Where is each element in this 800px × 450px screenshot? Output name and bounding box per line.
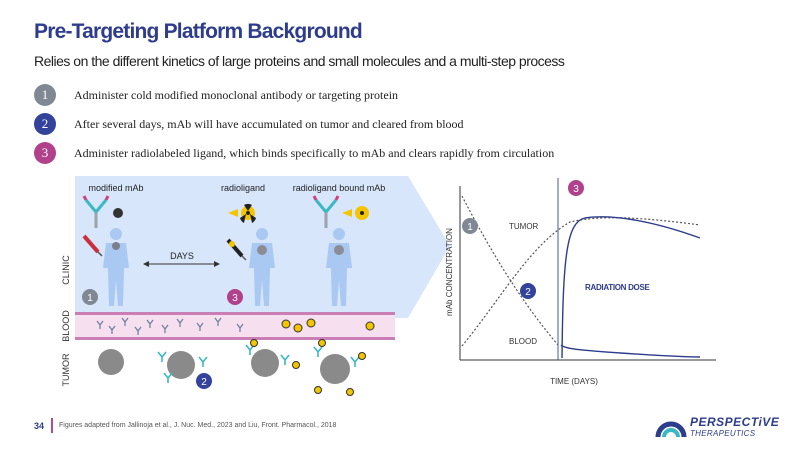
perspective-logo-icon — [655, 421, 687, 438]
tumor-radioligands — [250, 339, 366, 396]
step-1: 1 Administer cold modified monoclonal an… — [34, 84, 398, 106]
page-title: Pre-Targeting Platform Background — [34, 20, 363, 43]
syringe-icon — [226, 238, 247, 261]
tumor-label: TUMOR — [509, 222, 539, 231]
graph-ylabel: mAb CONCENTRATION — [445, 228, 454, 316]
graph-badge-2 — [520, 283, 536, 299]
svg-text:3: 3 — [232, 293, 238, 304]
label-radioligand: radioligand — [221, 183, 265, 193]
tumor-bound-antibodies — [157, 344, 360, 383]
tumor-cells — [98, 349, 350, 384]
diagram-badge-1 — [82, 289, 98, 305]
svg-text:3: 3 — [573, 184, 579, 195]
step-3: 3 Administer radiolabeled ligand, which … — [34, 142, 554, 164]
diagram-badge-3 — [227, 289, 243, 305]
svg-text:2: 2 — [525, 287, 531, 298]
svg-text:2: 2 — [201, 377, 207, 388]
days-label: DAYS — [170, 251, 194, 261]
tumor-curve — [461, 217, 701, 347]
radioligand-icon — [228, 203, 256, 223]
svg-text:1: 1 — [87, 293, 93, 304]
footer-citation: Figures adapted from Jallinoja et al., J… — [59, 422, 337, 429]
step-1-badge: 1 — [34, 84, 56, 106]
radiation-dose-label: RADIATION DOSE — [585, 283, 651, 292]
tumor-site-icon — [257, 245, 267, 255]
label-modified-mab: modified mAb — [88, 183, 143, 193]
tumor-site-icon — [112, 242, 120, 250]
label-radioligand-bound-mab: radioligand bound mAb — [293, 183, 386, 193]
diagram-badge-2 — [196, 373, 212, 389]
step-3-badge: 3 — [34, 142, 56, 164]
graph-badge-1 — [462, 218, 478, 234]
radioligand-tumor-curve — [561, 216, 701, 359]
row-label-clinic: CLINIC — [61, 255, 71, 285]
linker-icon — [113, 208, 123, 218]
blood-radioligands — [281, 318, 375, 333]
step-2-text: After several days, mAb will have accumu… — [74, 116, 464, 131]
step-2-badge: 2 — [34, 113, 56, 135]
svg-text:1: 1 — [467, 222, 473, 233]
page-subtitle: Relies on the different kinetics of larg… — [34, 53, 565, 69]
step-3-text: Administer radiolabeled ligand, which bi… — [74, 145, 555, 160]
tumor-site-icon — [334, 245, 344, 255]
bound-antibody-icon — [312, 195, 369, 228]
patient-figure-2 — [249, 228, 275, 306]
graph-xlabel: TIME (DAYS) — [550, 377, 598, 386]
graph-badge-3 — [568, 180, 584, 196]
antibody-icon — [82, 195, 110, 228]
row-label-tumor: TUMOR — [61, 353, 71, 386]
row-label-blood: BLOOD — [61, 310, 71, 342]
company-logo-sub: THERAPEUTICS — [690, 429, 756, 438]
blood-curve — [461, 195, 559, 346]
patient-figure-3 — [326, 228, 352, 306]
company-logo-name: PERSPECTiVE — [690, 415, 780, 429]
footer-divider — [51, 418, 53, 433]
step-2: 2 After several days, mAb will have accu… — [34, 113, 464, 135]
step-1-text: Administer cold modified monoclonal anti… — [74, 87, 399, 102]
blood-band — [75, 314, 395, 339]
page-number: 34 — [34, 421, 45, 431]
patient-figure-1 — [103, 228, 129, 306]
blood-label: BLOOD — [509, 337, 537, 346]
radioligand-blood-curve — [560, 344, 701, 358]
syringe-icon — [82, 234, 103, 257]
blood-antibodies — [96, 317, 244, 335]
